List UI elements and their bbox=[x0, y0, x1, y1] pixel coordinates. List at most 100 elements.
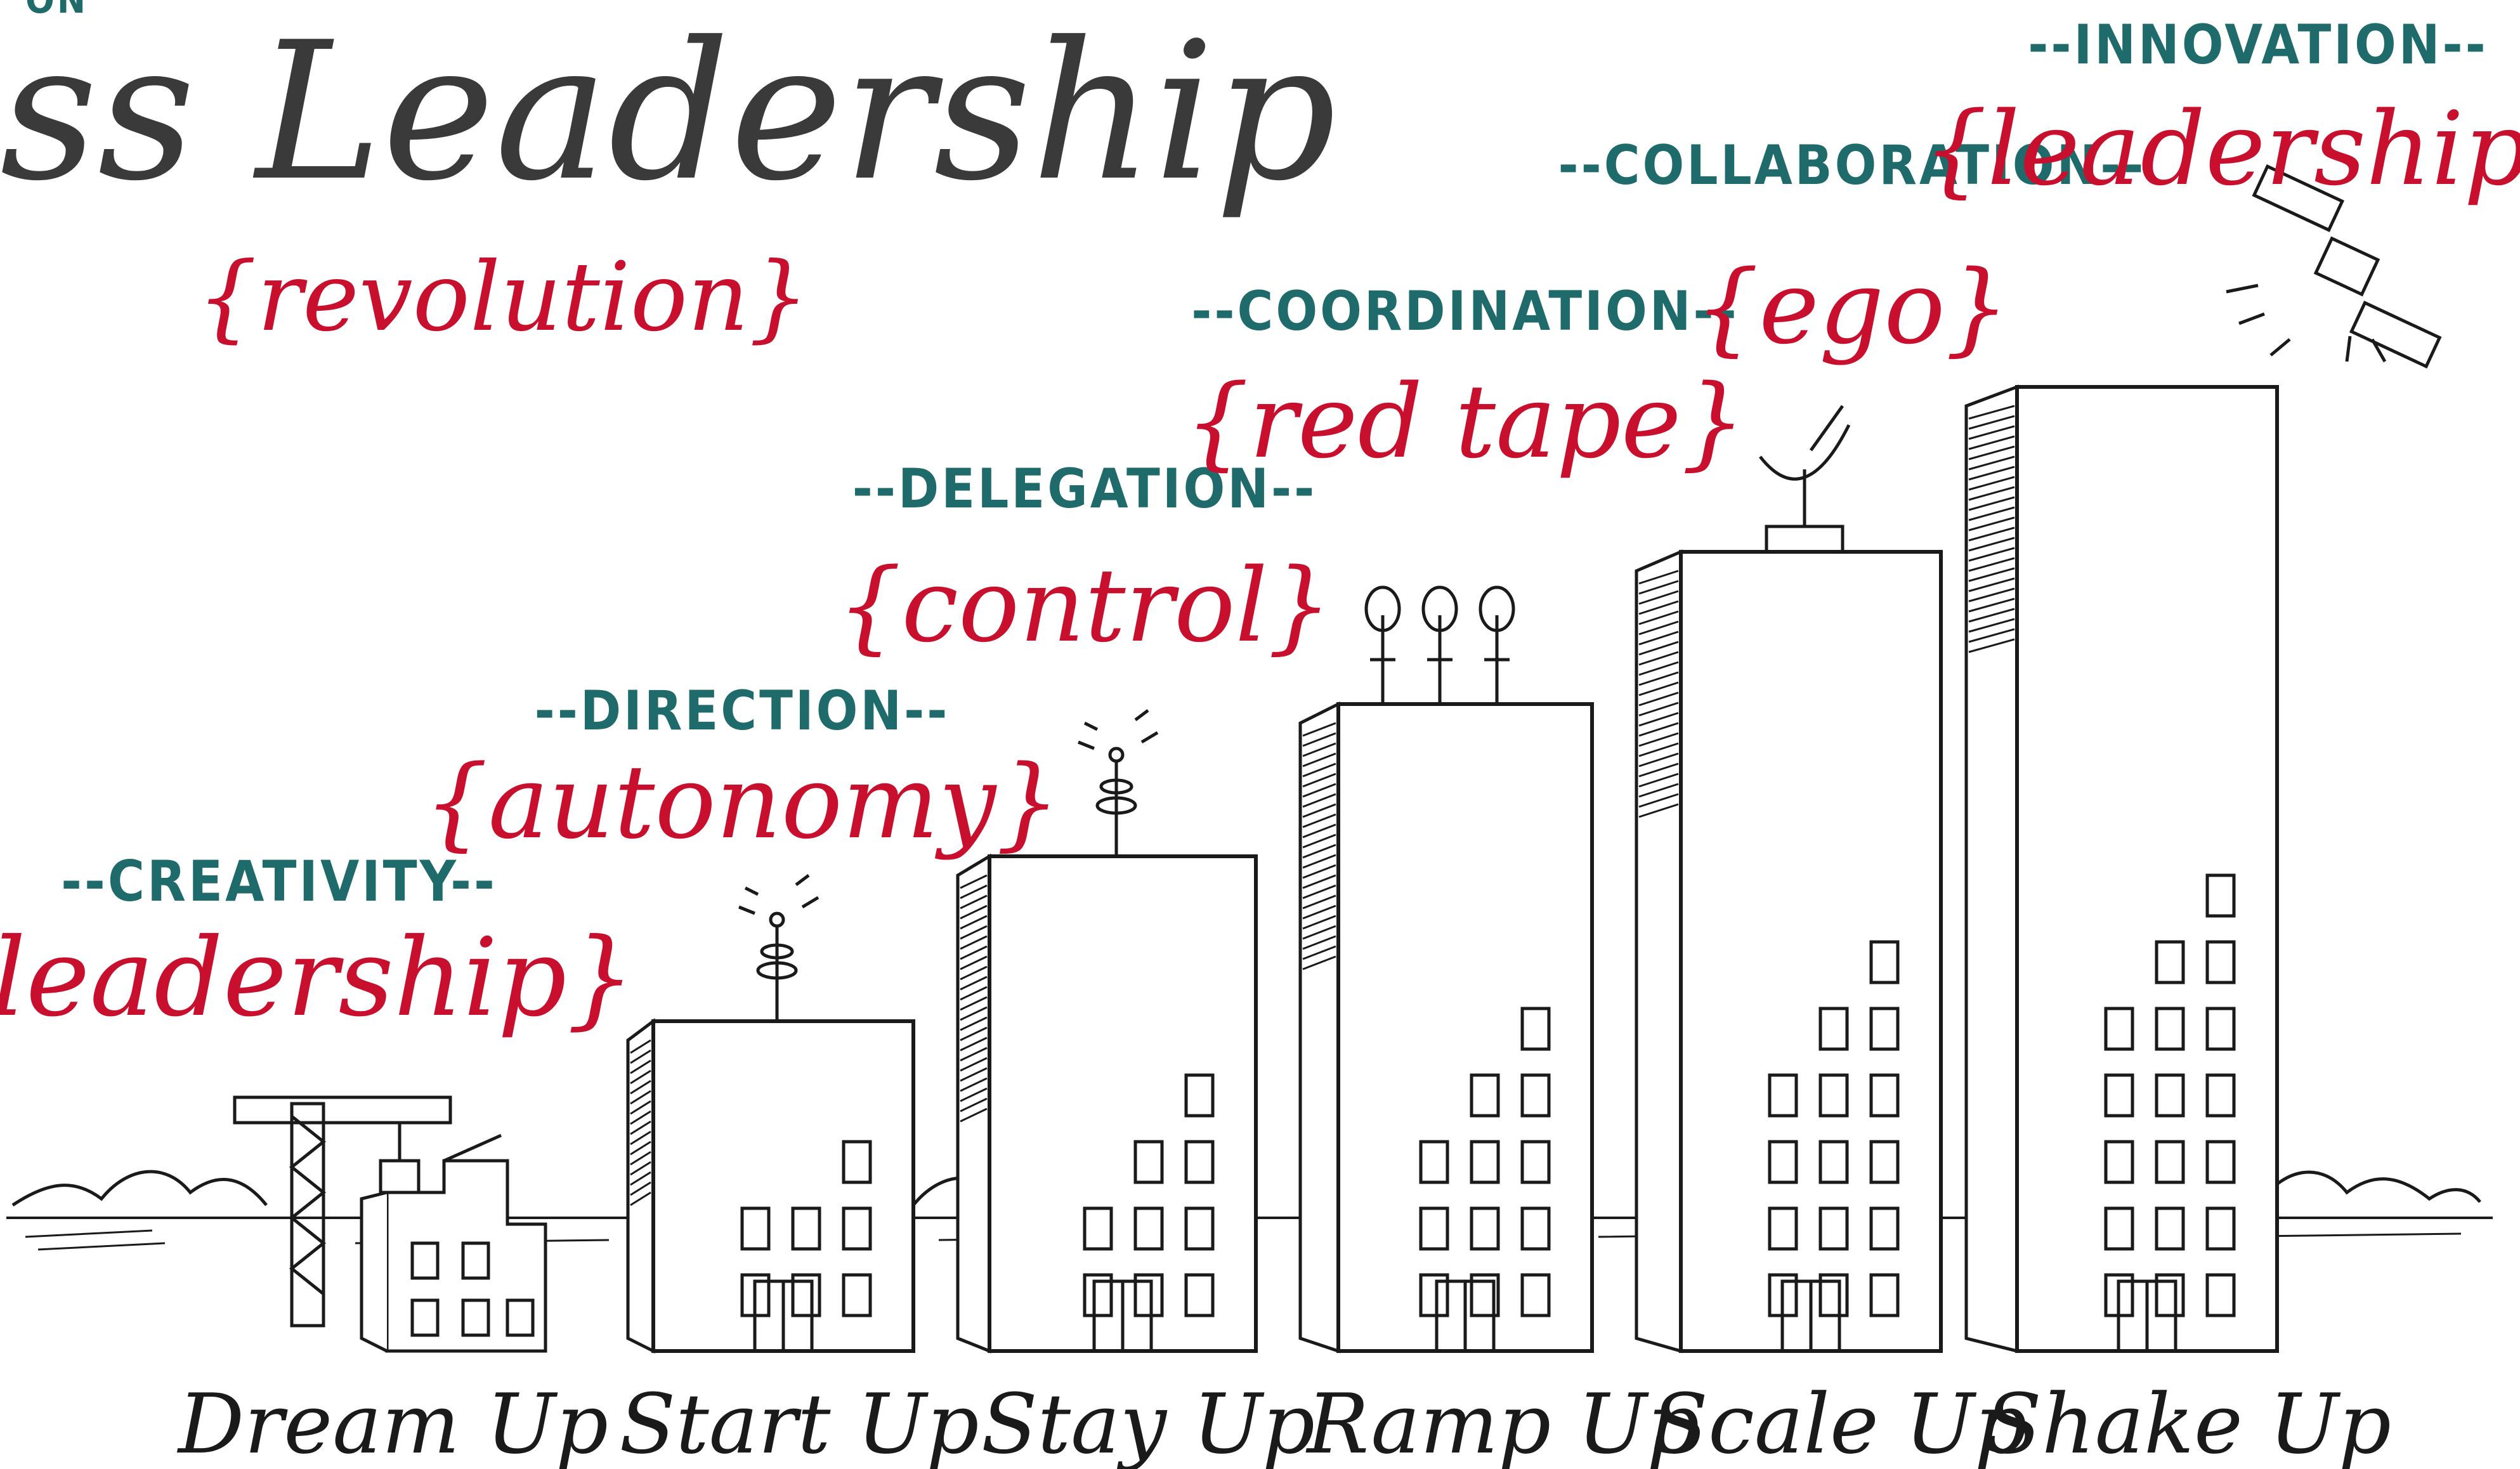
window bbox=[1520, 1273, 1551, 1317]
stage-2-name: Start Up bbox=[619, 1376, 979, 1469]
stage-4-name: Ramp Up bbox=[1306, 1376, 1700, 1469]
window bbox=[1083, 1273, 1113, 1317]
window bbox=[1768, 1206, 1798, 1251]
window bbox=[2155, 1273, 2185, 1317]
building-front-face bbox=[988, 854, 1258, 1353]
stage-6-building bbox=[1964, 164, 2442, 1354]
window bbox=[1184, 1273, 1215, 1317]
stage-5-building bbox=[1635, 405, 1943, 1354]
door bbox=[1780, 1279, 1841, 1353]
door bbox=[2117, 1279, 2177, 1353]
stage-3-building bbox=[956, 709, 1258, 1354]
buildings-group bbox=[233, 164, 2442, 1354]
stage-5-name: Scale Up bbox=[1652, 1376, 2027, 1469]
window bbox=[2205, 1007, 2236, 1051]
windows-grid bbox=[1419, 1007, 1551, 1317]
stage-3-crisis: {control} bbox=[837, 546, 1333, 665]
window bbox=[1869, 940, 1900, 984]
window bbox=[1083, 1206, 1113, 1251]
building-hatching bbox=[630, 1039, 651, 1206]
window bbox=[2104, 1007, 2134, 1051]
window bbox=[2205, 873, 2236, 918]
window bbox=[1184, 1140, 1215, 1184]
window bbox=[1768, 1073, 1798, 1118]
header-title: ss Leadership bbox=[0, 1, 1336, 223]
window bbox=[2155, 1073, 2185, 1118]
window bbox=[2205, 1073, 2236, 1118]
window bbox=[1419, 1140, 1449, 1184]
window bbox=[1818, 1140, 1849, 1184]
stage-6-crisis: {leadership} bbox=[1923, 89, 2520, 208]
door bbox=[753, 1279, 814, 1353]
window bbox=[1869, 1073, 1900, 1118]
window bbox=[1419, 1273, 1449, 1317]
window bbox=[791, 1206, 821, 1251]
window bbox=[1818, 1206, 1849, 1251]
window bbox=[1520, 1073, 1551, 1118]
window bbox=[1133, 1206, 1164, 1251]
window bbox=[1869, 1007, 1900, 1051]
window bbox=[842, 1273, 872, 1317]
construction-crane-icon bbox=[233, 1095, 452, 1328]
door bbox=[1435, 1279, 1496, 1353]
stage-1-building bbox=[233, 1095, 547, 1353]
antenna-array-icon bbox=[1364, 585, 1515, 704]
window bbox=[1184, 1206, 1215, 1251]
window bbox=[1470, 1273, 1500, 1317]
stage-3-name: Stay Up bbox=[981, 1376, 1315, 1469]
stage-1-name: Dream Up bbox=[177, 1376, 608, 1469]
stage-3-virtue: --DELEGATION-- bbox=[852, 457, 1317, 521]
window bbox=[1470, 1206, 1500, 1251]
window bbox=[1470, 1073, 1500, 1118]
window bbox=[2104, 1073, 2134, 1118]
window bbox=[1869, 1140, 1900, 1184]
window bbox=[461, 1298, 490, 1337]
stage-1-crisis: {leadership} bbox=[0, 915, 636, 1041]
building-front-face bbox=[1679, 550, 1943, 1353]
stage-2-virtue: --DIRECTION-- bbox=[535, 679, 950, 743]
windows-grid bbox=[1083, 1073, 1215, 1317]
window bbox=[1869, 1206, 1900, 1251]
window bbox=[410, 1298, 440, 1337]
window bbox=[1768, 1140, 1798, 1184]
stage-5-virtue: --COLLABORATION-- bbox=[1558, 134, 2146, 197]
window bbox=[2205, 1273, 2236, 1317]
window bbox=[1419, 1206, 1449, 1251]
window bbox=[1818, 1007, 1849, 1051]
header-subtitle: {revolution} bbox=[197, 242, 809, 353]
stage-5-crisis: {ego} bbox=[1694, 248, 2009, 367]
window bbox=[791, 1273, 821, 1317]
labels-group: --CREATIVITY--{leadership}Dream Up--DIRE… bbox=[0, 13, 2520, 1469]
window bbox=[2104, 1140, 2134, 1184]
window bbox=[1520, 1007, 1551, 1051]
window bbox=[2205, 1206, 2236, 1251]
satellite-icon bbox=[2226, 164, 2442, 369]
windows-grid bbox=[2104, 873, 2236, 1317]
window bbox=[842, 1206, 872, 1251]
window bbox=[1133, 1140, 1164, 1184]
window bbox=[2155, 1206, 2185, 1251]
stage-6-virtue: --INNOVATION-- bbox=[2028, 13, 2488, 77]
stage-4-building bbox=[1298, 585, 1594, 1354]
window bbox=[2155, 1140, 2185, 1184]
header-top-fragment: ON bbox=[25, 0, 88, 22]
window bbox=[842, 1140, 872, 1184]
window bbox=[2155, 1007, 2185, 1051]
window bbox=[1520, 1140, 1551, 1184]
building-hatching bbox=[960, 874, 988, 1123]
window bbox=[2205, 1140, 2236, 1184]
building-side-face bbox=[1964, 384, 2019, 1354]
building-side-face bbox=[956, 853, 991, 1354]
stage-2-building bbox=[626, 874, 915, 1354]
stage-2-crisis: {autonomy} bbox=[424, 743, 1061, 861]
window bbox=[1818, 1273, 1849, 1317]
window bbox=[2104, 1206, 2134, 1251]
satellite-dish-icon bbox=[1759, 405, 1851, 554]
window bbox=[1133, 1273, 1164, 1317]
building-hatching bbox=[1968, 405, 2015, 653]
building-front-face bbox=[1336, 702, 1594, 1353]
window bbox=[2205, 940, 2236, 984]
stage-4-crisis: {red tape} bbox=[1185, 362, 1746, 481]
window bbox=[461, 1241, 490, 1280]
